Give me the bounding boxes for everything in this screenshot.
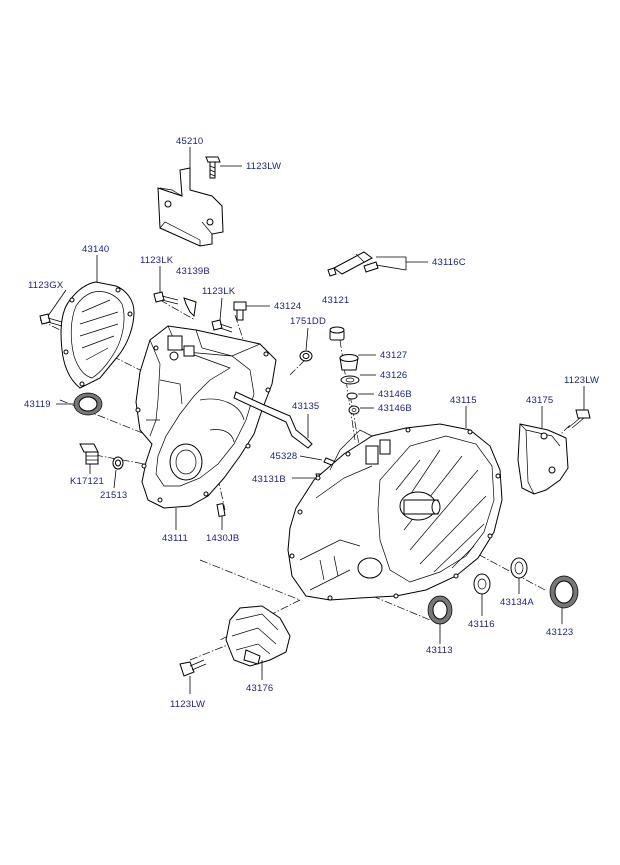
- part-labels: 45210 1123LW 43140 1123LK 43139B 1123GX …: [24, 136, 599, 710]
- label-43116[interactable]: 43116: [468, 619, 495, 630]
- seal-43126: [340, 375, 360, 385]
- bolt-1123lw-top: [205, 156, 221, 179]
- bushing-43146b-a: [346, 392, 358, 400]
- cap-43121: [329, 326, 345, 341]
- oil-seal-43119: [73, 392, 103, 416]
- lever-43135: [233, 391, 313, 449]
- label-1123lk-b[interactable]: 1123LK: [202, 286, 236, 297]
- oil-seal-43113: [427, 595, 453, 625]
- bolt-1123gx: [39, 313, 63, 327]
- label-43115[interactable]: 43115: [450, 395, 477, 406]
- label-43111[interactable]: 43111: [162, 533, 188, 544]
- label-43139b[interactable]: 43139B: [176, 266, 210, 277]
- label-1123lw-top[interactable]: 1123LW: [246, 161, 281, 172]
- bolt-1123lw-right: [567, 409, 591, 429]
- label-43146b-a[interactable]: 43146B: [378, 389, 412, 400]
- label-43121[interactable]: 43121: [322, 295, 349, 306]
- leader-lines: [47, 147, 585, 694]
- label-1123gx[interactable]: 1123GX: [28, 280, 64, 291]
- boot-43127: [339, 354, 359, 371]
- label-43131b[interactable]: 43131B: [252, 474, 286, 485]
- label-1430jb[interactable]: 1430JB: [206, 533, 239, 544]
- bolt-1123lk-b: [211, 319, 233, 333]
- bracket-43175: [517, 423, 569, 495]
- label-43124[interactable]: 43124: [274, 301, 301, 312]
- bushing-43146b-b: [348, 405, 360, 415]
- label-43176[interactable]: 43176: [246, 683, 273, 694]
- clutch-housing-43115: [287, 423, 503, 601]
- label-21513[interactable]: 21513: [100, 490, 127, 501]
- label-1123lw-bottom[interactable]: 1123LW: [170, 699, 205, 710]
- sealant-tube-43116c: [327, 251, 379, 277]
- label-45210[interactable]: 45210: [176, 136, 203, 147]
- label-43135[interactable]: 43135: [292, 401, 319, 412]
- label-45328[interactable]: 45328: [270, 451, 297, 462]
- label-1123lw-right[interactable]: 1123LW: [564, 375, 599, 386]
- washer-43116: [473, 573, 491, 595]
- label-43113[interactable]: 43113: [426, 645, 453, 656]
- pin-1430jb: [216, 502, 226, 518]
- label-k17121[interactable]: K17121: [70, 476, 104, 487]
- housing-cover-43140: [60, 281, 135, 389]
- oil-seal-43123: [549, 575, 579, 609]
- label-43175[interactable]: 43175: [526, 395, 553, 406]
- bracket-45210: [157, 167, 224, 247]
- label-1123lk-a[interactable]: 1123LK: [140, 255, 174, 266]
- plug-k17121: [79, 443, 99, 465]
- bolt-1123lw-bottom: [179, 659, 207, 677]
- label-43123[interactable]: 43123: [546, 627, 573, 638]
- label-43119[interactable]: 43119: [24, 399, 51, 410]
- label-43140[interactable]: 43140: [82, 244, 109, 255]
- oring-1751dd: [299, 350, 313, 362]
- label-43134a[interactable]: 43134A: [500, 597, 534, 608]
- transmission-case-43111: [135, 325, 277, 509]
- label-43146b-b[interactable]: 43146B: [378, 403, 412, 414]
- bolt-1123lk-a: [153, 291, 179, 305]
- clip-43139b: [183, 297, 197, 318]
- label-1751dd[interactable]: 1751DD: [290, 316, 326, 327]
- seal-43134a: [510, 557, 528, 579]
- label-43126[interactable]: 43126: [380, 370, 407, 381]
- label-43127[interactable]: 43127: [380, 350, 407, 361]
- washer-21513: [112, 456, 124, 470]
- label-43116c[interactable]: 43116C: [432, 257, 466, 268]
- cover-43176: [225, 605, 291, 667]
